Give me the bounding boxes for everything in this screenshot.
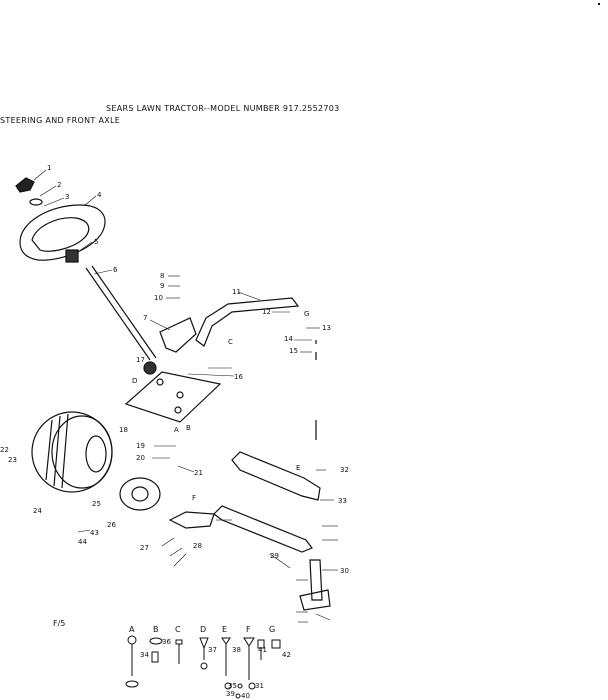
callout-9: 9 [160, 282, 164, 290]
sector-gear [159, 317, 197, 353]
callout-2: 2 [57, 181, 61, 189]
diagram-letter-e: E [296, 464, 300, 472]
callout-7: 7 [143, 314, 147, 322]
callout-26: 26 [107, 521, 116, 529]
callout-28: 28 [193, 542, 202, 550]
callout-18: 18 [119, 426, 128, 434]
front-tire-tread [51, 415, 113, 489]
callout-31: 31 [255, 682, 264, 690]
steering-cap [15, 177, 35, 193]
wheel-rim-center [131, 486, 149, 502]
right-spindle [309, 559, 323, 601]
callout-22: 22 [0, 446, 9, 454]
hardware-letter-a: A [129, 625, 135, 634]
front-axle [231, 451, 321, 501]
steering-wheel [19, 204, 106, 261]
callout-39: 39 [226, 690, 235, 698]
callout-20: 20 [136, 454, 145, 462]
callout-16: 16 [234, 373, 243, 381]
callout-24: 24 [33, 507, 42, 515]
callout-15: 15 [289, 347, 298, 355]
diagram-letter-g: G [304, 310, 309, 318]
callout-23: 23 [8, 456, 17, 464]
callout-32: 32 [340, 466, 349, 474]
hardware-letter-f: F [246, 625, 251, 634]
callout-27: 27 [140, 544, 149, 552]
wheel-adapter [65, 249, 79, 263]
hardware-letter-c: C [175, 625, 181, 634]
callout-41: 41 [258, 646, 267, 654]
callout-29: 29 [270, 552, 279, 560]
plate-bolt-2 [176, 391, 184, 399]
callout-8: 8 [160, 272, 164, 280]
tire-grooves [45, 413, 69, 489]
callout-21: 21 [194, 469, 203, 477]
diagram-letter-a: A [174, 426, 179, 434]
wheel-rim [119, 477, 161, 511]
callout-43: 43 [90, 529, 99, 537]
leader-lines [33, 169, 338, 623]
callout-38: 38 [232, 646, 241, 654]
callout-35: 35 [228, 682, 237, 690]
right-spindle-arm [299, 589, 331, 611]
steering-washer [29, 198, 43, 206]
callout-6: 6 [113, 266, 118, 274]
callout-19: 19 [136, 442, 145, 450]
callout-37: 37 [208, 646, 217, 654]
callout-33: 33 [338, 497, 347, 505]
hardware-letter-d: D [200, 625, 206, 634]
callout-30: 30 [340, 567, 349, 575]
diagram-letter-b: B [186, 424, 191, 432]
diagram-letters: A B C D E F G [132, 310, 309, 502]
shaft-gear [143, 361, 157, 375]
drag-link [195, 297, 300, 347]
steering-wheel-inner [31, 217, 90, 252]
section-title: STEERING AND FRONT AXLE [0, 116, 121, 125]
model-title: SEARS LAWN TRACTOR--MODEL NUMBER 917.255… [106, 104, 340, 113]
hardware-letter-b: B [153, 625, 159, 634]
tie-rod [213, 505, 313, 553]
front-tire-hub [85, 435, 107, 473]
hardware-letters: A B C D E F G [129, 625, 275, 634]
callout-17: 17 [136, 356, 145, 364]
callout-14: 14 [284, 335, 293, 343]
callout-44: 44 [78, 538, 87, 546]
callout-40: 40 [241, 692, 250, 700]
callout-5: 5 [94, 238, 98, 246]
callout-42: 42 [282, 651, 291, 659]
mounting-plate [124, 371, 222, 423]
diagram-letter-c: C [228, 338, 233, 346]
callout-4: 4 [97, 191, 102, 199]
steering-shaft [85, 265, 157, 361]
callout-12: 12 [262, 308, 271, 316]
callout-3: 3 [65, 193, 69, 201]
diagram-letter-d: D [132, 377, 137, 385]
callout-25: 25 [92, 500, 101, 508]
callout-11: 11 [232, 288, 241, 296]
callout-36: 36 [162, 638, 171, 646]
hardware-row [125, 635, 281, 699]
callout-1: 1 [47, 164, 51, 172]
diagram-letter-f: F [192, 494, 196, 502]
hardware-letter-e: E [222, 625, 227, 634]
callout-13: 13 [322, 324, 331, 332]
callout-numbers: 1 2 3 4 5 6 7 8 9 10 11 12 13 14 15 16 1… [0, 164, 349, 700]
page-mark: F/5 [53, 619, 65, 628]
front-tire-outer [31, 411, 113, 493]
callout-34: 34 [140, 651, 149, 659]
plate-bolt-1 [156, 378, 164, 386]
left-spindle [168, 511, 215, 529]
hardware-letter-g: G [269, 625, 275, 634]
plate-bolt-3 [174, 406, 182, 414]
callout-10: 10 [154, 294, 163, 302]
page-dot [598, 3, 600, 5]
